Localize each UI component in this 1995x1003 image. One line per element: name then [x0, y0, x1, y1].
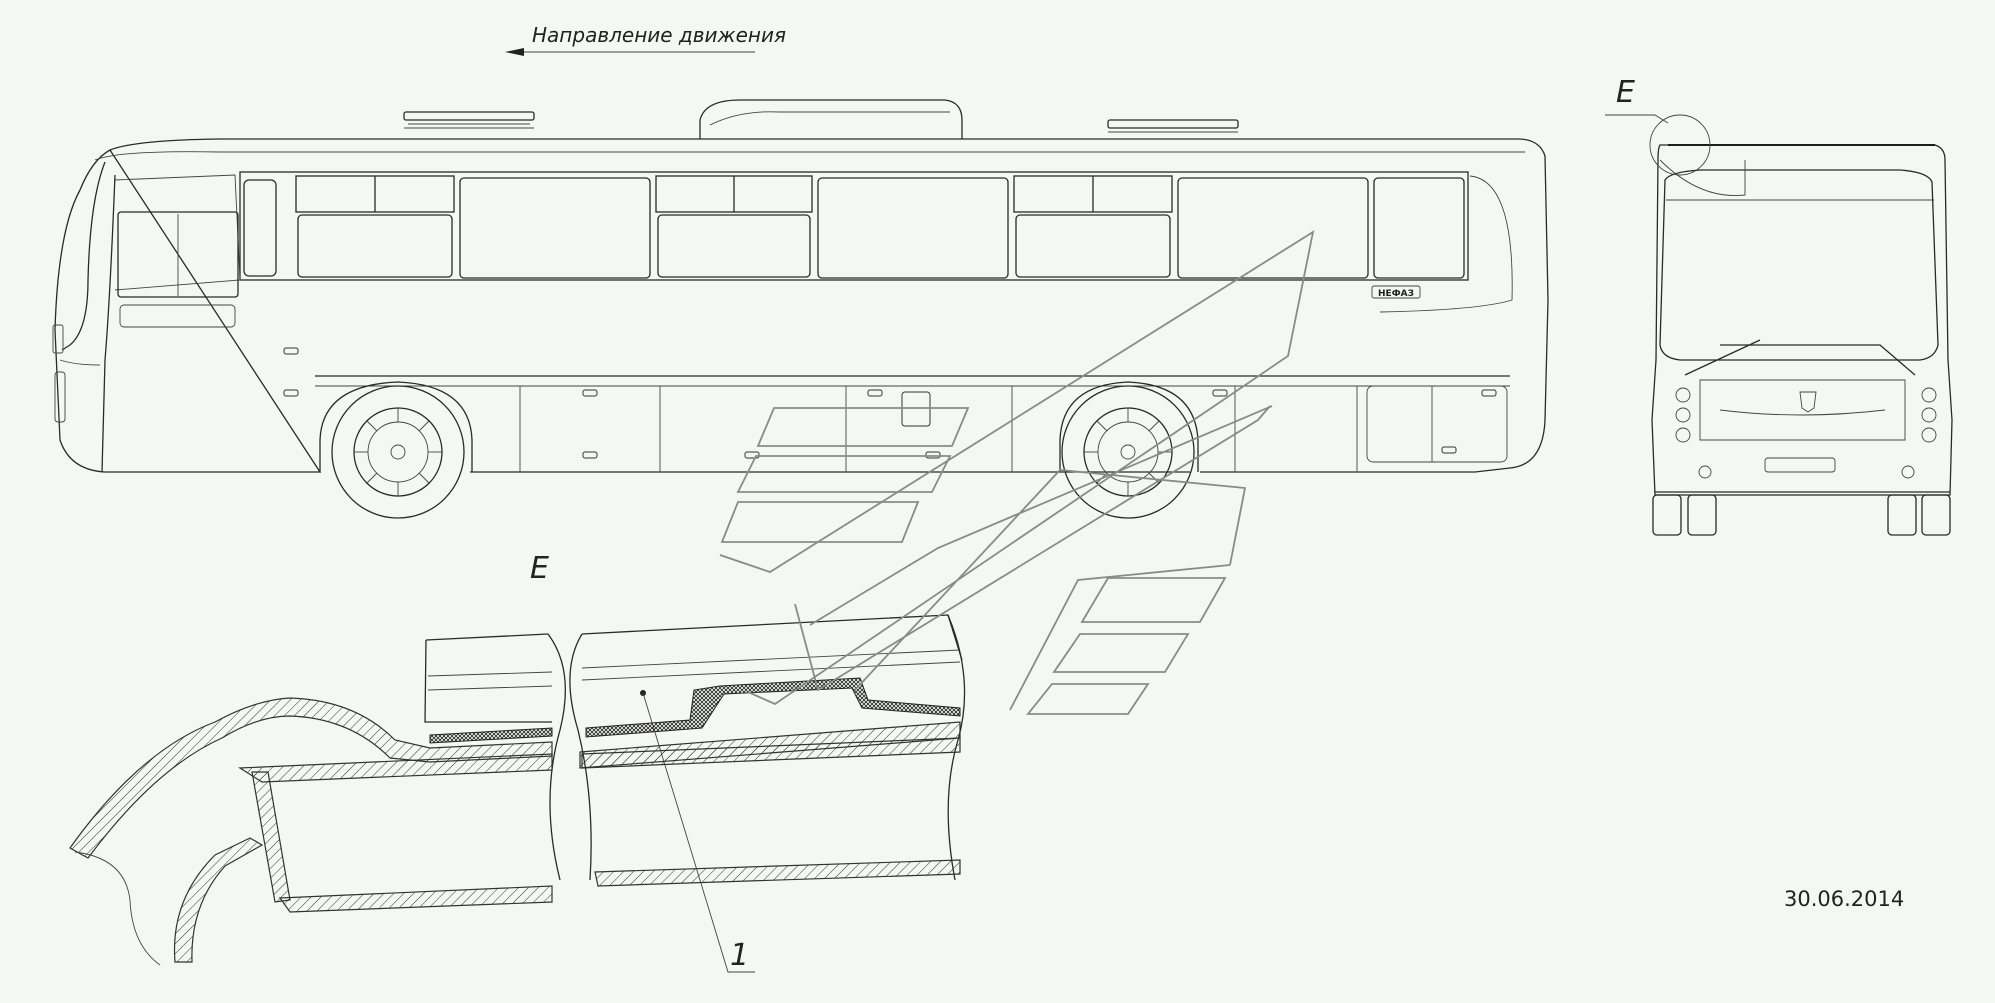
brand-label: НЕФАЗ	[1378, 289, 1414, 299]
direction-label: Направление движения	[532, 23, 786, 47]
bus-side-view: НЕФАЗ	[52, 99, 1549, 473]
view-e-label-top: Е	[1616, 75, 1635, 110]
front-wheel	[1061, 385, 1195, 519]
view-e-label-detail: Е	[530, 551, 549, 586]
drawing-date: 30.06.2014	[1784, 887, 1904, 911]
bus-front-view	[1605, 114, 1953, 536]
direction-arrow	[505, 48, 755, 56]
callout-1: 1	[730, 938, 749, 973]
rear-wheel	[331, 385, 465, 519]
section-detail-e	[69, 614, 966, 973]
watermark-logo	[719, 230, 1315, 715]
